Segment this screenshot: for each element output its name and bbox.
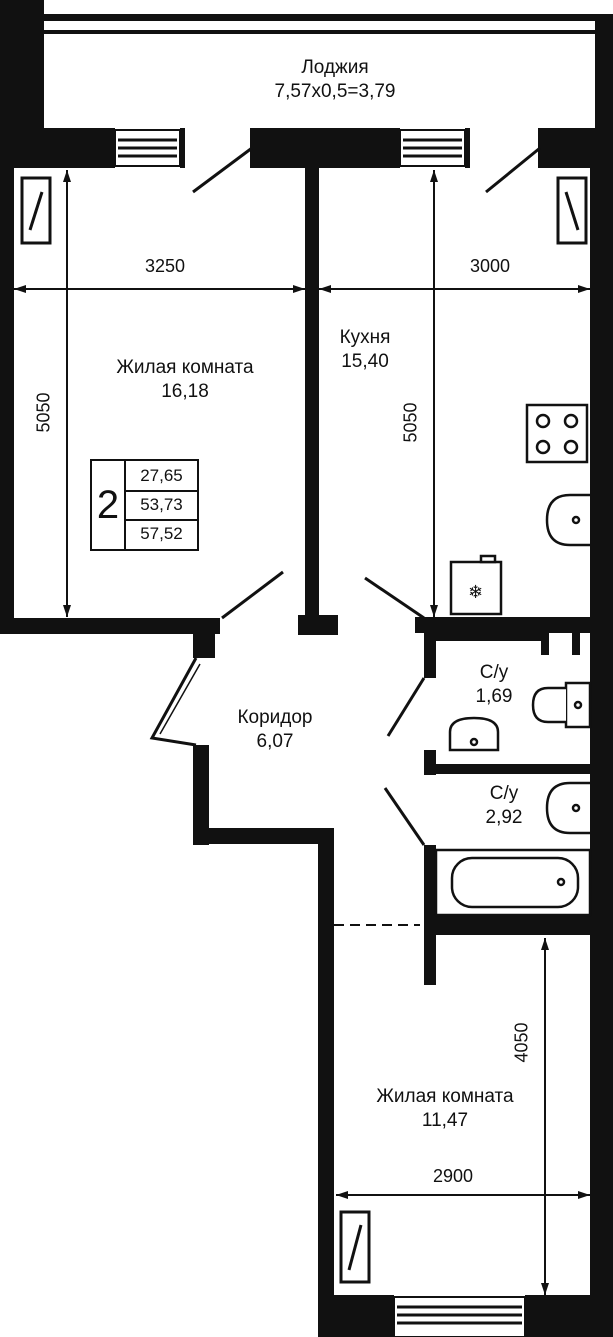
room-name: Жилая комната (116, 357, 254, 378)
wall (193, 745, 209, 845)
room-name: С/у (479, 662, 509, 683)
living-room-1-label: Жилая комната 16,18 (95, 356, 275, 404)
wall (44, 30, 613, 34)
door-swing (386, 677, 426, 737)
toilet-icon (531, 681, 592, 729)
stove-icon (525, 403, 589, 464)
door-swing (364, 576, 425, 620)
wc-2-label: С/у 2,92 (474, 782, 534, 830)
room-name: С/у (489, 783, 519, 804)
wall (415, 617, 613, 633)
wall (193, 828, 333, 844)
door-swing (383, 787, 426, 846)
wall (590, 935, 613, 1337)
wall (193, 618, 215, 658)
room-area: 15,40 (341, 351, 389, 372)
wall (0, 128, 115, 168)
door-swing (149, 657, 198, 747)
room-area: 1,69 (475, 686, 513, 707)
kitchen-label: Кухня 15,40 (320, 326, 410, 374)
corridor-label: Коридор 6,07 (225, 706, 325, 754)
sink-icon (545, 493, 590, 547)
wall (424, 915, 613, 935)
wall (424, 764, 604, 774)
bathtub-icon (434, 848, 592, 917)
door-swing (221, 570, 284, 620)
wall (180, 128, 185, 168)
washbasin-icon (545, 781, 590, 835)
wall (465, 128, 470, 168)
dimension-label: 4050 (511, 1022, 532, 1063)
wall (250, 128, 400, 168)
dimension-label: 2900 (433, 1166, 474, 1186)
total-area: 53,73 (126, 490, 197, 521)
living-area: 27,65 (126, 461, 197, 492)
wall (525, 1295, 613, 1337)
room-name: Жилая комната (376, 1086, 514, 1107)
room-name: Коридор (237, 707, 313, 728)
wall (0, 0, 44, 140)
room-area: 11,47 (421, 1110, 469, 1131)
loggia-label: Лоджия 7,57х0,5=3,79 (260, 56, 410, 104)
room-name: Кухня (339, 327, 391, 348)
wall (305, 168, 319, 620)
wall (334, 1295, 394, 1337)
wall (538, 128, 613, 168)
room-name: Лоджия (301, 57, 369, 78)
door-swing (192, 146, 253, 194)
area-summary-table: 2 27,65 53,73 57,52 (90, 459, 199, 551)
room-area: 6,07 (256, 731, 294, 752)
wall (572, 633, 580, 655)
room-area: 7,57х0,5=3,79 (274, 81, 396, 102)
room-area: 16,18 (161, 381, 209, 402)
wall (318, 828, 334, 1337)
living-room-2-label: Жилая комната 11,47 (360, 1085, 530, 1133)
door-swing (485, 146, 541, 194)
window (393, 1296, 526, 1337)
washing-machine-icon (449, 554, 503, 616)
dimension-label: 3000 (470, 256, 511, 276)
wall (424, 633, 549, 641)
svg-text:❄: ❄ (468, 582, 483, 603)
wall (590, 168, 613, 928)
wall (0, 168, 14, 633)
wall (424, 633, 436, 678)
washbasin-icon (448, 716, 500, 752)
room-area: 2,92 (485, 807, 523, 828)
wall (44, 14, 613, 21)
wall (541, 633, 549, 655)
dimension-label: 5050 (33, 392, 54, 433)
wall (298, 615, 338, 635)
wall (0, 618, 220, 634)
dimension-label: 5050 (400, 402, 421, 443)
rooms-count: 2 (92, 461, 126, 549)
wc-1-label: С/у 1,69 (464, 661, 524, 709)
dimension-label: 3250 (145, 256, 186, 276)
total-with-loggia: 57,52 (140, 524, 183, 543)
